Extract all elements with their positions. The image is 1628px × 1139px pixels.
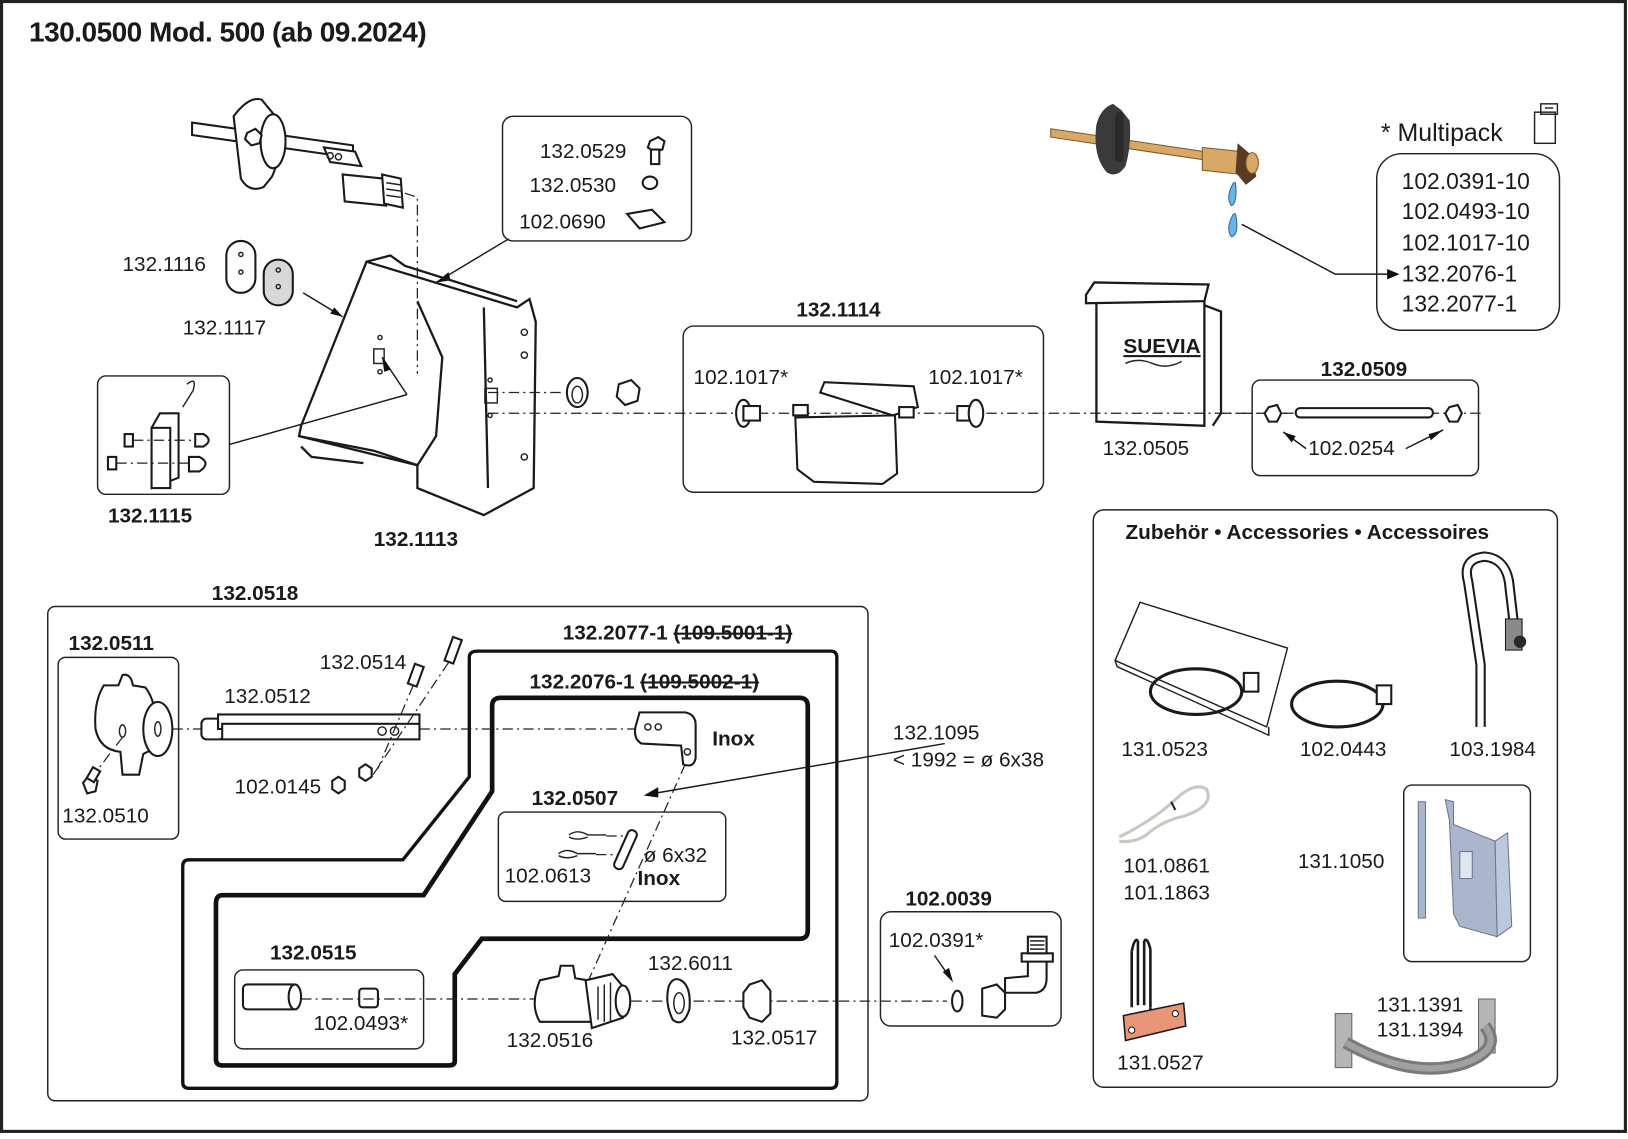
- latch-group: 132.1115: [96, 356, 408, 527]
- washer-icon: [951, 989, 964, 1013]
- pin-note-line2: < 1992 = ø 6x38: [893, 748, 1044, 771]
- gasket-and-nut: [565, 376, 641, 409]
- group-box-0518: [47, 605, 869, 1102]
- accessory-code: 102.0443: [1300, 738, 1387, 761]
- accessory-code: 131.0523: [1121, 738, 1208, 761]
- multipack-legend: * Multipack 102.0391-10 102.0493-10 102.…: [1376, 103, 1561, 331]
- filter: [241, 983, 379, 1011]
- multipack-label: * Multipack: [1381, 119, 1503, 147]
- accessory-131-0527: 131.0527: [1117, 938, 1204, 1075]
- group-label-2076: 132.2076-1 (109.5002-1): [530, 670, 760, 693]
- multipack-item: 102.0391-10: [1402, 168, 1530, 194]
- cotter-pins: [558, 829, 638, 871]
- group-label-2077: 132.2077-1 (109.5001-1): [563, 622, 793, 645]
- part-label: 132.0517: [731, 1027, 818, 1050]
- bushing-icon: [735, 398, 762, 428]
- accessory-code: 131.1050: [1298, 850, 1385, 873]
- gasket-icon: [666, 978, 691, 1024]
- part-label: 132.1116: [123, 253, 206, 276]
- accessory-103-1984: 103.1984: [1449, 551, 1536, 761]
- part-label: 132.1113: [374, 528, 458, 551]
- nut-icon: [331, 775, 346, 795]
- part-label: 132.6011: [648, 952, 733, 975]
- accessory-131-1050: 131.1050: [1298, 784, 1532, 963]
- part-label: 132.0509: [1321, 358, 1408, 381]
- part-label: 132.0511: [69, 632, 154, 655]
- stove-body: 132.1113: [297, 254, 537, 551]
- rod-group: 132.0509 102.0254: [1221, 358, 1481, 477]
- accessory-102-0443: 102.0443: [1290, 679, 1393, 761]
- accessory-code: 131.1391: [1377, 993, 1464, 1016]
- part-label: 132.1115: [108, 504, 192, 527]
- material-label: Inox: [637, 867, 680, 890]
- page-title: 130.0500 Mod. 500 (ab 09.2024): [29, 17, 426, 48]
- part-label: 102.0613: [505, 865, 592, 888]
- accessory-code: 101.1863: [1123, 881, 1210, 904]
- part-label: 102.0254: [1308, 437, 1395, 460]
- part-label: 132.0530: [530, 174, 617, 197]
- part-label: 132.0529: [540, 140, 627, 163]
- pin-note-line1: 132.1095: [893, 721, 980, 744]
- part-label: 132.0505: [1103, 437, 1190, 460]
- part-label: 132.1117: [183, 316, 266, 339]
- multipack-item: 132.2076-1: [1402, 260, 1518, 286]
- lock-nut-icon: [742, 979, 772, 1024]
- group-label-0518: 132.0518: [212, 582, 299, 605]
- accessories-box: [1092, 509, 1559, 1088]
- part-label: 132.0516: [507, 1029, 594, 1052]
- part-label: 102.0493*: [314, 1012, 409, 1035]
- valve-body: [533, 964, 632, 1030]
- accessories-heading: Zubehör • Accessories • Accessoires: [1125, 521, 1489, 544]
- nut-icon: [358, 763, 373, 783]
- accessory-code: 103.1984: [1449, 738, 1536, 761]
- bolts: [371, 635, 464, 778]
- stone-box: SUEVIA 132.0505: [1084, 281, 1223, 460]
- part-label: 102.0690: [519, 210, 606, 233]
- screw-box: 132.0529 132.0530 102.0690: [435, 115, 693, 284]
- part-label: 102.0391*: [889, 929, 984, 952]
- valve-render: [1050, 103, 1400, 280]
- part-label: 132.0512: [224, 685, 311, 708]
- accessory-code: 101.0861: [1123, 854, 1210, 877]
- part-label: 132.0507: [532, 787, 619, 810]
- multipack-item: 102.0493-10: [1402, 198, 1530, 224]
- part-label: 102.0145: [235, 775, 322, 798]
- accessory-101-0861: 101.0861 101.1863: [1118, 785, 1210, 904]
- accessory-code: 131.0527: [1117, 1052, 1204, 1075]
- cam-knob: [81, 673, 174, 795]
- group-outline-2077: [181, 649, 839, 1090]
- multipack-box-icon: [1533, 103, 1559, 145]
- square-nut-icon: [625, 208, 667, 230]
- part-label: 132.0515: [270, 942, 357, 965]
- accessory-131-0523: 131.0523: [1114, 601, 1289, 761]
- part-label: 132.1114: [796, 299, 881, 322]
- material-label: Inox: [712, 728, 755, 751]
- heater-element: [792, 381, 920, 485]
- rod: [200, 713, 421, 741]
- cover-plates: 132.1116 132.1117: [123, 239, 344, 339]
- pin-size-label: ø 6x32: [644, 844, 707, 867]
- part-label: 132.0514: [320, 651, 407, 674]
- screw-icon: [646, 135, 666, 166]
- accessory-code: 131.1394: [1377, 1018, 1464, 1041]
- valve-assembly-sketch: [191, 98, 419, 374]
- multipack-item: 102.1017-10: [1402, 229, 1530, 255]
- bushing-icon: [956, 398, 985, 428]
- group-outline-2076: [213, 695, 811, 1068]
- part-label: 132.0510: [62, 804, 149, 827]
- elbow-fitting: [981, 935, 1054, 1019]
- part-label: 102.1017*: [694, 366, 789, 389]
- heater-group: 132.1114 102.1017* 102.1017*: [682, 299, 1045, 493]
- washer-icon: [641, 175, 659, 191]
- brand-logo: SUEVIA: [1123, 335, 1200, 358]
- part-label: 102.1017*: [928, 366, 1023, 389]
- accessory-131-1391: 131.1391 131.1394: [1334, 993, 1497, 1075]
- part-label: 102.0039: [905, 888, 992, 911]
- multipack-item: 132.2077-1: [1402, 291, 1518, 317]
